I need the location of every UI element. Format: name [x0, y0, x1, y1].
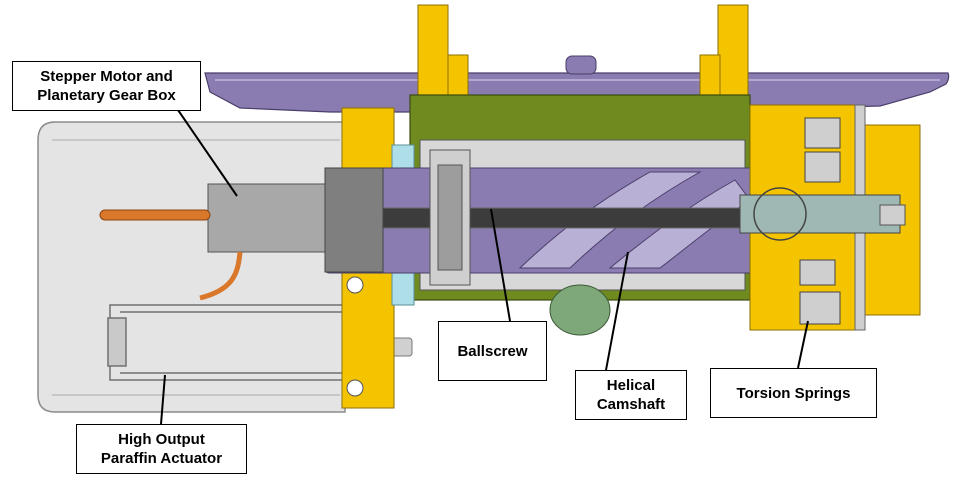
- label-stepper-motor: Stepper Motor and Planetary Gear Box: [12, 61, 201, 111]
- top-mounting-plate: [204, 72, 950, 113]
- green-wheel: [549, 284, 611, 336]
- label-paraffin-actuator: High Output Paraffin Actuator: [76, 424, 247, 474]
- motor-housing: [37, 121, 346, 413]
- ballscrew-nut: [429, 149, 471, 286]
- label-torsion-springs: Torsion Springs: [710, 368, 877, 418]
- paraffin-actuator-shape: [107, 304, 386, 381]
- copper-wire: [199, 251, 243, 301]
- end-shaft: [739, 194, 901, 234]
- torsion-spring-coils: [799, 117, 841, 325]
- copper-rod: [99, 209, 211, 221]
- stepper-motor-block: [207, 183, 329, 253]
- top-knob: [565, 55, 597, 75]
- label-ballscrew: Ballscrew: [438, 321, 547, 381]
- label-helical-camshaft: Helical Camshaft: [575, 370, 687, 420]
- ballscrew-rod: [330, 208, 750, 228]
- leader-lines: [160, 109, 809, 425]
